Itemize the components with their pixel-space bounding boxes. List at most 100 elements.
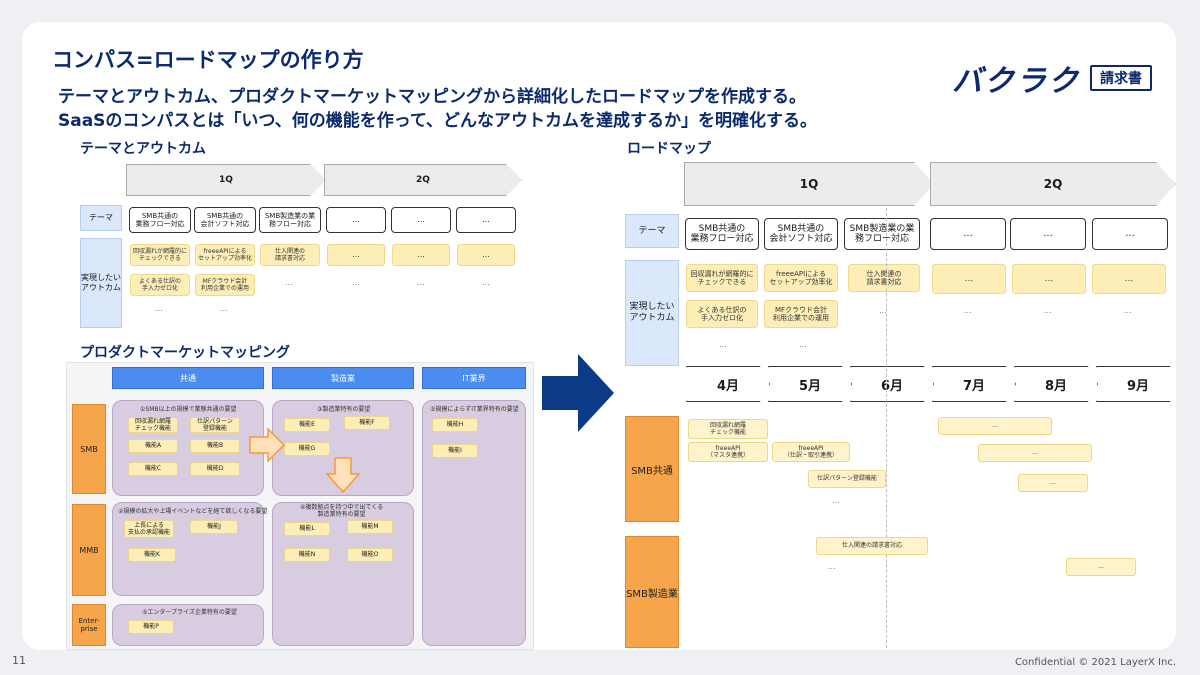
roadmap-quarter-2q: 2Q xyxy=(930,162,1176,206)
outcome-box: MFクラウド会計 利用企業での運用 xyxy=(195,274,255,296)
slide: コンパス=ロードマップの作り方 テーマとアウトカム、プロダクトマーケットマッピン… xyxy=(22,22,1176,650)
roadmap-outcome-dots: ... xyxy=(1124,306,1132,315)
roadmap-outcome-box: freeeAPIによる セットアップ効率化 xyxy=(764,264,838,292)
pmm-segment-enterprise: Enter- prise xyxy=(72,604,106,646)
section-title-roadmap: ロードマップ xyxy=(627,141,711,157)
pmm-group-title: ⑤エンタープライズ企業特有の要望 xyxy=(142,609,237,616)
pmm-header-it: IT業界 xyxy=(422,367,526,389)
logo-badge: 請求書 xyxy=(1090,65,1152,91)
outcome-dots: ... xyxy=(482,278,490,287)
roadmap-outcome-box: 回収漏れが網羅的に チェックできる xyxy=(686,264,758,292)
roadmap-outcome-dots: ... xyxy=(964,306,972,315)
outcome-box: 回収漏れが網羅的に チェックできる xyxy=(130,244,190,266)
pmm-feature: 機能B xyxy=(190,439,240,453)
roadmap-theme-box: ... xyxy=(1092,218,1168,250)
pmm-feature: 仕訳パターン 登録機能 xyxy=(190,417,240,433)
logo-text: バクラク xyxy=(952,64,1080,99)
row-label-outcome: 実現したい アウトカム xyxy=(80,238,122,328)
pmm-group-title: ①SMB以上の規模で業態共通の要望 xyxy=(140,406,237,413)
pmm-group-it xyxy=(422,400,526,646)
roadmap-dots: ... xyxy=(832,496,840,505)
theme-box: SMB製造業の業 務フロー対応 xyxy=(259,207,321,233)
outcome-dots: ... xyxy=(220,304,228,313)
pmm-feature: 機能I xyxy=(432,444,478,458)
pmm-feature: 機能J xyxy=(190,520,238,534)
roadmap-month-jul: 7月 xyxy=(932,366,1016,402)
quarter-divider xyxy=(886,208,887,648)
pmm-header-manufacturing: 製造業 xyxy=(272,367,414,389)
pmm-feature: 機能P xyxy=(128,620,174,634)
theme-box: ... xyxy=(326,207,386,233)
roadmap-month-may: 5月 xyxy=(768,366,852,402)
section-title-pmm: プロダクトマーケットマッピング xyxy=(80,345,290,361)
quarter-2q: 2Q xyxy=(324,164,522,196)
roadmap-quarter-1q: 1Q xyxy=(684,162,934,206)
roadmap-theme-box: ... xyxy=(930,218,1006,250)
roadmap-outcome-dots: ... xyxy=(1044,306,1052,315)
page-title: コンパス=ロードマップの作り方 xyxy=(52,48,364,72)
pmm-group-title: ③製造業特有の要望 xyxy=(317,406,371,413)
pmm-feature: 機能K xyxy=(128,548,176,562)
roadmap-theme-box: ... xyxy=(1010,218,1086,250)
pmm-feature: 機能L xyxy=(284,522,330,536)
roadmap-outcome-box: ... xyxy=(1012,264,1086,294)
roadmap-item: ... xyxy=(1066,558,1136,576)
roadmap-item: ... xyxy=(938,417,1052,435)
outcome-dots: ... xyxy=(155,304,163,313)
roadmap-item: ... xyxy=(1018,474,1088,492)
outcome-box: ... xyxy=(392,244,450,266)
pmm-feature: 機能H xyxy=(432,418,478,432)
pmm-feature: 機能N xyxy=(284,548,330,562)
arrow-right-icon xyxy=(249,427,286,463)
roadmap-item: 仕訳パターン登録機能 xyxy=(808,470,886,488)
roadmap-item: ... xyxy=(978,444,1092,462)
pmm-feature: 機能G xyxy=(284,442,330,456)
roadmap-theme-box: SMB共通の 業務フロー対応 xyxy=(685,218,759,250)
outcome-box: ... xyxy=(457,244,515,266)
roadmap-outcome-box: MFクラウド会計 利用企業での運用 xyxy=(764,300,838,328)
outcome-box: ... xyxy=(327,244,385,266)
page-number: 11 xyxy=(12,654,26,667)
roadmap-theme-box: SMB共通の 会計ソフト対応 xyxy=(764,218,838,250)
section-title-theme-outcome: テーマとアウトカム xyxy=(80,141,206,157)
roadmap-item: freeeAPI （マスタ連携） xyxy=(688,442,768,462)
pmm-feature: 上長による 支払の承認機能 xyxy=(124,520,174,538)
subtitle-line-1: テーマとアウトカム、プロダクトマーケットマッピングから詳細化したロードマップを作… xyxy=(58,87,806,107)
roadmap-item: 仕入関連の請求書対応 xyxy=(816,537,928,555)
outcome-dots: ... xyxy=(352,278,360,287)
pmm-feature: 機能C xyxy=(128,462,178,476)
confidential-notice: Confidential © 2021 LayerX Inc. xyxy=(1014,657,1176,668)
outcome-box: freeeAPIによる セットアップ効率化 xyxy=(195,244,255,266)
outcome-box: 仕入関連の 請求書対応 xyxy=(260,244,320,266)
roadmap-segment-smb-manufacturing: SMB製造業 xyxy=(625,536,679,648)
roadmap-item: freeeAPI （仕訳・取引連携） xyxy=(772,442,850,462)
roadmap-outcome-box: ... xyxy=(932,264,1006,294)
outcome-dots: ... xyxy=(285,278,293,287)
theme-box: ... xyxy=(456,207,516,233)
row-label-theme: テーマ xyxy=(80,205,122,231)
roadmap-outcome-box: ... xyxy=(1092,264,1166,294)
roadmap-month-sep: 9月 xyxy=(1096,366,1176,402)
pmm-feature: 機能F xyxy=(344,416,390,430)
roadmap-outcome-dots: ... xyxy=(799,340,807,349)
roadmap-theme-box: SMB製造業の業 務フロー対応 xyxy=(844,218,920,250)
roadmap-row-label-theme: テーマ xyxy=(625,214,679,248)
pmm-feature: 機能O xyxy=(347,548,393,562)
pmm-group-title: ④複数拠点を持つ中で出てくる 製造業特有の要望 xyxy=(300,504,384,519)
logo: バクラク 請求書 xyxy=(952,56,1152,100)
big-arrow-right-icon xyxy=(542,354,614,432)
theme-box: SMB共通の 業務フロー対応 xyxy=(129,207,191,233)
roadmap-month-apr: 4月 xyxy=(686,366,770,402)
pmm-feature: 機能M xyxy=(347,520,393,534)
subtitle-line-2: SaaSのコンパスとは「いつ、何の機能を作って、どんなアウトカムを達成するか」を… xyxy=(58,111,818,131)
theme-box: ... xyxy=(391,207,451,233)
pmm-feature: 機能D xyxy=(190,462,240,476)
outcome-box: よくある仕訳の 手入力ゼロ化 xyxy=(130,274,190,296)
pmm-segment-mmb: MMB xyxy=(72,504,106,596)
roadmap-outcome-box: 仕入関連の 請求書対応 xyxy=(848,264,920,292)
pmm-group-title: ②規模の拡大や上場イベントなどを経て欲しくなる要望 xyxy=(118,508,268,515)
pmm-feature: 機能A xyxy=(128,439,178,453)
roadmap-dots: ... xyxy=(828,562,836,571)
outcome-dots: ... xyxy=(417,278,425,287)
roadmap-month-aug: 8月 xyxy=(1014,366,1098,402)
